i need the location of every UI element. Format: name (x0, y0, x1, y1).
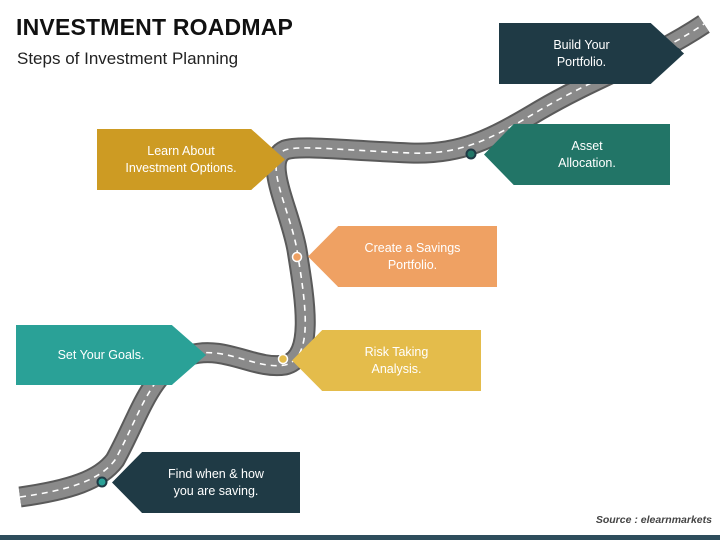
footer-bar (0, 535, 720, 540)
page-subtitle: Steps of Investment Planning (17, 49, 239, 68)
step-build-portfolio: Build Your Portfolio. (499, 23, 684, 84)
page-title: INVESTMENT ROADMAP (16, 14, 294, 40)
step-learn-investment-options: Learn About Investment Options. (97, 129, 285, 190)
step-find-saving: Find when & how you are saving. (112, 452, 300, 513)
step-asset-label: Asset Allocation. (558, 138, 616, 170)
step-savings-label: Create a Savings Portfolio. (364, 240, 461, 272)
step-set-goals: Set Your Goals. (16, 325, 206, 385)
step-asset-allocation: Asset Allocation. (484, 124, 670, 185)
step-risk-label: Risk Taking Analysis. (364, 344, 429, 376)
step-risk-analysis: Risk Taking Analysis. (292, 330, 481, 391)
source-credit: Source : elearnmarkets (595, 514, 712, 526)
step-set-goals-label: Set Your Goals. (57, 347, 145, 362)
milestone-dot-savings (291, 251, 303, 263)
milestone-dot-find (96, 476, 108, 488)
step-learn-label: Learn About Investment Options. (125, 143, 237, 175)
step-find-label: Find when & how you are saving. (168, 466, 264, 498)
road-lane-markings (19, 23, 705, 498)
step-savings-portfolio: Create a Savings Portfolio. (308, 226, 497, 287)
milestone-dot-risk (277, 353, 289, 365)
step-build-label: Build Your Portfolio. (553, 37, 610, 69)
milestone-dot-asset (465, 148, 477, 160)
